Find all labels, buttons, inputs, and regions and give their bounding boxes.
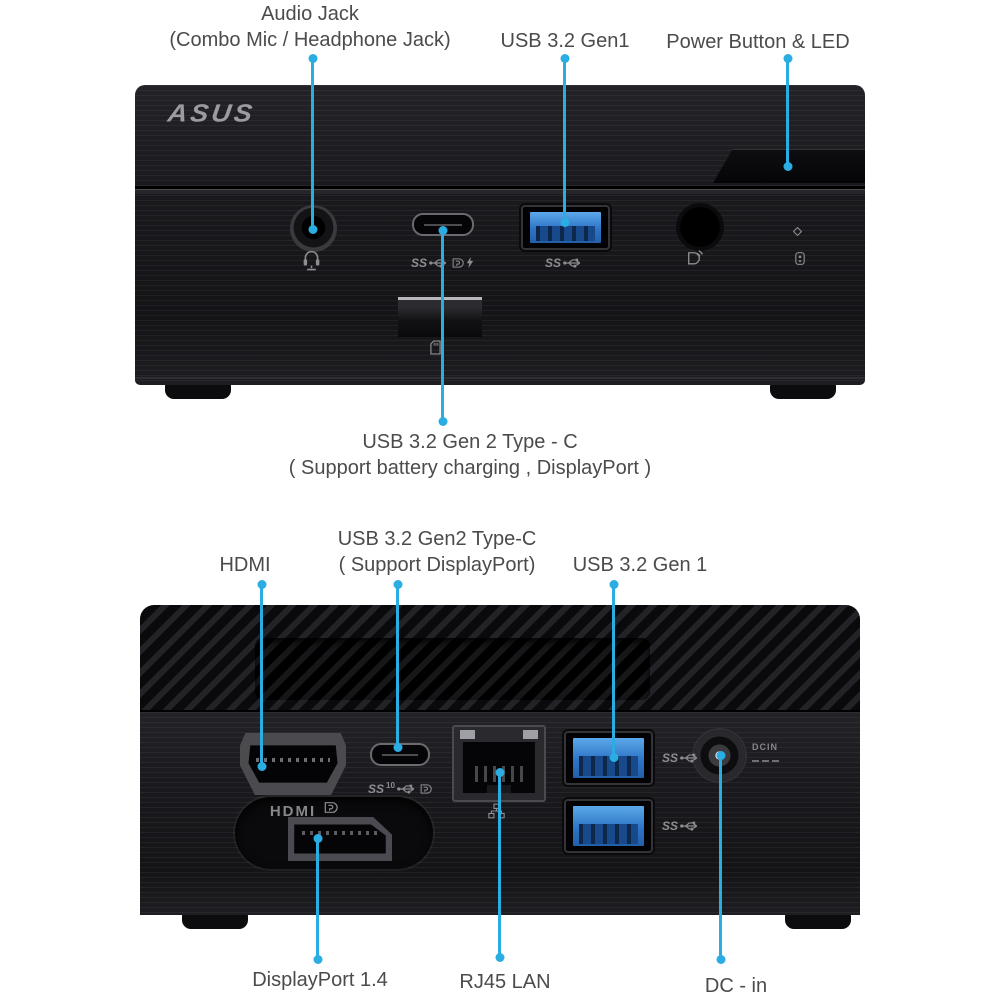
leader-usb-rear <box>612 584 615 758</box>
dcin-voltage-bars <box>752 754 782 764</box>
callout-usb-rear: USB 3.2 Gen 1 <box>572 554 708 576</box>
usb-c-dp-charge-icon: SS <box>411 256 474 269</box>
sd-card-icon <box>430 340 441 355</box>
callout-audio-jack-line2: (Combo Mic / Headphone Jack) <box>169 29 451 51</box>
leader-dc-in <box>719 755 722 960</box>
callout-usbc-front-line2: ( Support battery charging , DisplayPort… <box>288 457 652 479</box>
callout-audio-jack-line1: Audio Jack <box>261 3 359 25</box>
usb-ss-trident-icon <box>680 821 698 831</box>
ir-receiver <box>676 203 724 251</box>
callout-usb-front: USB 3.2 Gen1 <box>500 30 630 52</box>
callout-displayport: DisplayPort 1.4 <box>252 969 388 991</box>
callout-usbc-rear-line2: ( Support DisplayPort) <box>338 554 536 576</box>
displayport-logo-icon <box>324 801 338 814</box>
usb-ss-trident-icon <box>429 258 447 268</box>
usb-ss-trident-icon <box>563 258 581 268</box>
usb-ss-icon-rear-1: SS <box>662 752 701 764</box>
power-led-icon <box>793 227 802 236</box>
leader-usbc-front <box>441 230 444 422</box>
displayport-logo-icon <box>452 257 464 268</box>
wireless-display-icon <box>687 249 704 265</box>
callout-dc-in: DC - in <box>704 975 768 997</box>
network-lan-icon <box>488 803 505 819</box>
callout-hdmi: HDMI <box>219 554 271 576</box>
leader-rj45 <box>498 772 501 958</box>
callout-rj45: RJ45 LAN <box>459 971 551 993</box>
callout-audio-jack: Audio Jack (Combo Mic / Headphone Jack) <box>169 1 450 53</box>
leader-audio-jack <box>311 58 314 230</box>
callout-power-button: Power Button & LED <box>666 31 850 53</box>
hdmi-port <box>240 733 346 795</box>
cooling-vent-opening <box>255 638 650 700</box>
asus-logo: ASUS <box>166 99 258 127</box>
callout-usbc-front: USB 3.2 Gen 2 Type - C ( Support battery… <box>289 429 651 481</box>
usb-ss-icon-front: SS <box>545 257 584 269</box>
mini-pc-front-view: ASUS <box>135 85 865 401</box>
usb-ss-trident-icon <box>397 784 415 794</box>
usb-a-port-rear-2 <box>564 799 653 853</box>
displayport-logo-icon <box>420 784 432 794</box>
headset-icon <box>301 248 322 271</box>
front-chassis: ASUS <box>135 85 865 385</box>
leader-usb-front <box>563 58 566 223</box>
leader-displayport <box>316 838 319 960</box>
storage-drive-icon <box>795 251 805 266</box>
usb-ss-trident-icon <box>680 753 698 763</box>
rubber-foot <box>165 383 231 399</box>
leader-hdmi <box>260 584 263 767</box>
rubber-foot <box>770 383 836 399</box>
battery-charge-bolt-icon <box>466 256 474 269</box>
rubber-foot <box>182 913 248 929</box>
callout-usbc-rear-line1: USB 3.2 Gen2 Type-C <box>337 528 537 550</box>
hdmi-port-label: HDMI <box>269 803 317 820</box>
chassis-seam <box>135 186 865 194</box>
usb-ss-icon-rear-2: SS <box>662 820 701 832</box>
displayport-port <box>288 817 392 861</box>
callout-usbc-rear: USB 3.2 Gen2 Type-C ( Support DisplayPor… <box>338 526 537 578</box>
leader-usbc-rear <box>396 584 399 748</box>
card-reader-slot <box>398 297 482 337</box>
leader-power-button <box>786 58 789 167</box>
rubber-foot <box>785 913 851 929</box>
callout-usbc-front-line1: USB 3.2 Gen 2 Type - C <box>362 431 578 453</box>
dcin-port-label: DCIN <box>752 742 782 764</box>
